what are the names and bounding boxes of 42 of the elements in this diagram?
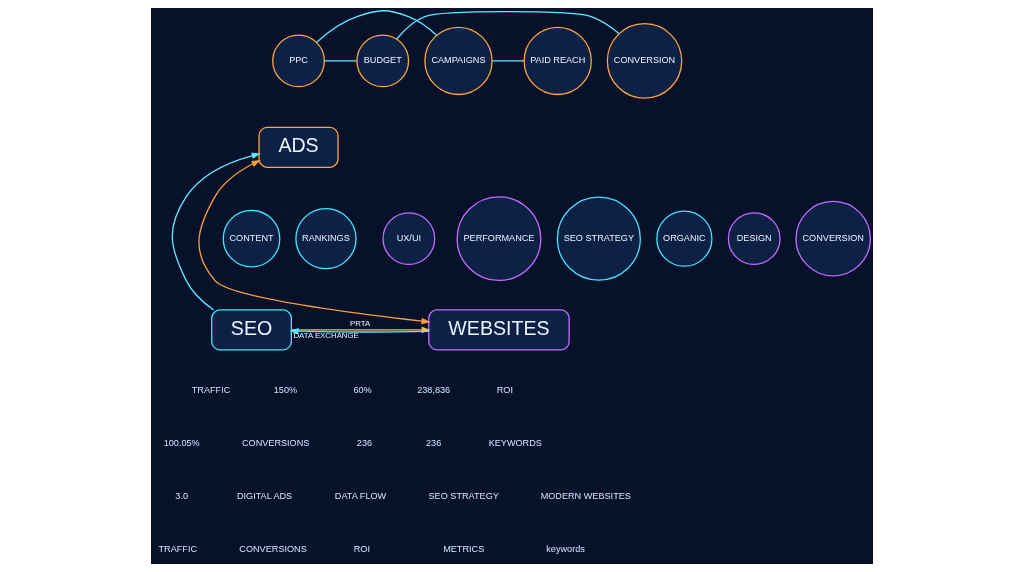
label: 236: [356, 438, 373, 449]
label: SEO STRATEGY: [428, 491, 499, 502]
node-circle: CONTENT: [222, 209, 281, 268]
node-circle: PAID REACH: [523, 26, 592, 96]
node-circle: PERFORMANCE: [456, 196, 542, 282]
arrow: [198, 160, 431, 325]
node-circle: PPC: [272, 34, 325, 88]
node-circle: CONVERSION: [606, 23, 683, 99]
label: ROI: [353, 543, 370, 554]
label: ROI: [496, 385, 513, 396]
node-circle: CONVERSION: [795, 200, 872, 277]
connector: [316, 10, 438, 43]
label: 100.05%: [163, 438, 200, 449]
label: DIGITAL ADS: [236, 491, 293, 502]
node-box: SEO: [211, 309, 292, 351]
node-circle: CAMPAIGNS: [424, 26, 493, 96]
arrow: [171, 152, 261, 311]
label: keywords: [546, 543, 585, 554]
connector: [491, 60, 525, 62]
label: METRICS: [443, 543, 485, 554]
label: CONVERSIONS: [241, 438, 310, 449]
label: 150%: [273, 385, 298, 396]
label: MODERN WEBSITES: [540, 491, 631, 502]
connector: [323, 60, 358, 62]
node-circle: BUDGET: [356, 34, 410, 88]
label: 3.0: [175, 491, 189, 502]
label: TRAFFIC: [158, 543, 198, 554]
node-box: ADS: [258, 126, 339, 168]
node-circle: SEO STRATEGY: [556, 196, 641, 281]
node-circle: UX/UI: [382, 212, 436, 266]
label: 60%: [353, 385, 372, 396]
label: TRAFFIC: [191, 385, 231, 396]
label: CONVERSIONS: [239, 543, 307, 554]
label: 236: [426, 438, 442, 449]
node-circle: ORGANIC: [656, 210, 713, 267]
label: DATA FLOW: [334, 491, 387, 502]
node-circle: DESIGN: [727, 212, 781, 266]
label: KEYWORDS: [488, 438, 542, 449]
connector: [396, 11, 620, 40]
label: 238,836: [417, 385, 451, 396]
node-box: WEBSITES: [428, 309, 570, 351]
node-circle: RANKINGS: [295, 207, 357, 270]
